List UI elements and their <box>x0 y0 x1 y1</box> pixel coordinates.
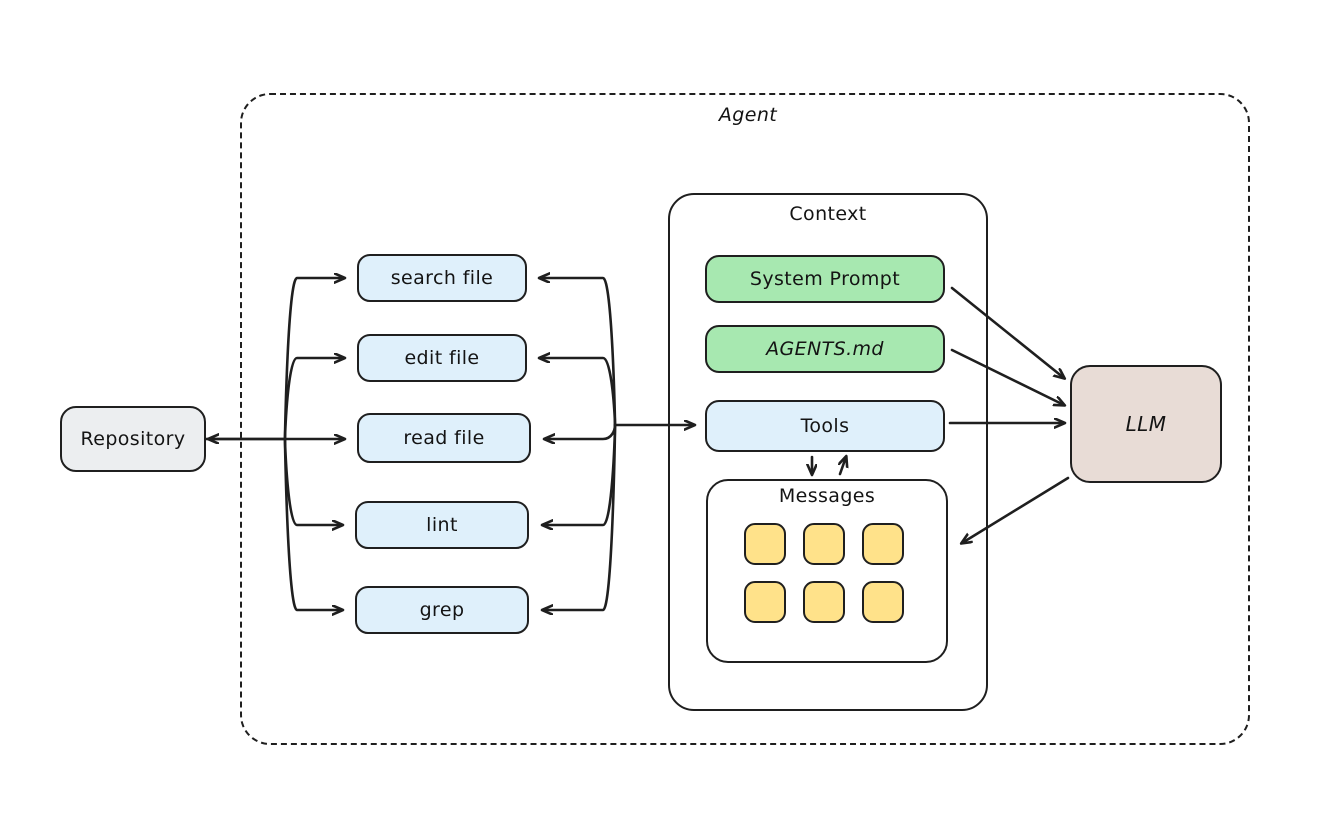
tool-search-file[interactable]: search file <box>357 254 527 302</box>
agent-label: Agent <box>718 104 778 126</box>
context-item-system-prompt[interactable]: System Prompt <box>705 255 945 303</box>
tool-edit-file[interactable]: edit file <box>357 334 527 382</box>
context-label: Context <box>789 203 867 225</box>
repository-node[interactable]: Repository <box>60 406 206 472</box>
messages-container <box>706 479 948 663</box>
tool-lint[interactable]: lint <box>355 501 529 549</box>
context-container <box>668 193 988 711</box>
context-item-agents-md[interactable]: AGENTS.md <box>705 325 945 373</box>
message-cell <box>862 581 904 623</box>
messages-label: Messages <box>778 485 876 507</box>
message-cell <box>803 581 845 623</box>
tool-read-file[interactable]: read file <box>357 413 531 463</box>
message-cell <box>803 523 845 565</box>
message-cell <box>744 523 786 565</box>
agent-boundary <box>240 93 1250 745</box>
llm-node[interactable]: LLM <box>1070 365 1222 483</box>
context-item-tools[interactable]: Tools <box>705 400 945 452</box>
message-cell <box>744 581 786 623</box>
message-cell <box>862 523 904 565</box>
tool-grep[interactable]: grep <box>355 586 529 634</box>
